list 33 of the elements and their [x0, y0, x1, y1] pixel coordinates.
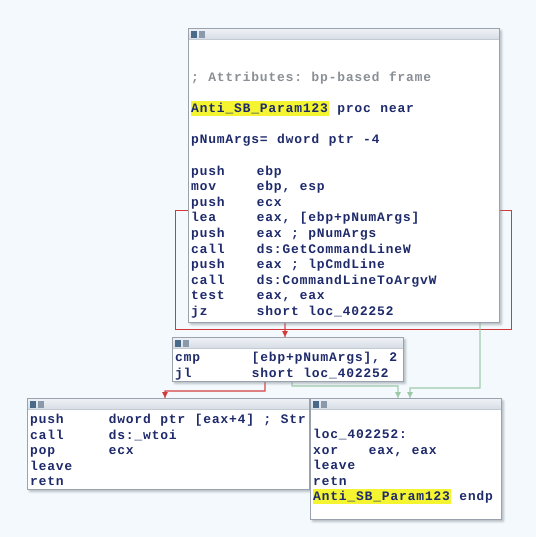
code-line: call ds:_wtoi: [30, 428, 178, 444]
code-line: push ecx: [191, 194, 284, 210]
code-line: pNumArgs= dword ptr -4: [191, 132, 382, 148]
code-block: [188, 28, 500, 323]
code-line: mov ebp, esp: [191, 179, 326, 195]
code-line: test eax, eax: [191, 288, 326, 304]
code-line: cmp [ebp+pNumArgs], 2: [175, 350, 399, 366]
code-line: ; Attributes: bp-based frame: [191, 70, 433, 86]
code-line: call ds:GetCommandLineW: [191, 242, 412, 258]
arrow: [282, 323, 288, 337]
code-block: [310, 398, 502, 520]
code-line: call ds:CommandLineToArgvW: [191, 272, 438, 288]
code-line: jl short loc_402252: [175, 366, 390, 382]
code-line: xor eax, eax: [313, 442, 438, 458]
code-line: lea eax, [ebp+pNumArgs]: [191, 210, 422, 226]
code-line: Anti_SB_Param123 endp: [313, 489, 495, 505]
code-line: retn: [30, 474, 66, 490]
arrow: [291, 382, 401, 398]
code-line: push dword ptr [eax+4] ; Str: [30, 412, 308, 428]
code-line: retn: [313, 474, 348, 490]
code-line: loc_402252:: [313, 427, 409, 443]
code-line: leave: [30, 458, 74, 474]
arrow: [162, 382, 266, 398]
code-line: pop ecx: [30, 443, 136, 459]
code-line: leave: [313, 458, 358, 474]
code-line: jz short loc_402252: [191, 304, 396, 320]
code-line: Anti_SB_Param123 proc near: [191, 101, 416, 117]
code-block: [27, 398, 310, 490]
code-line: push eax ; pNumArgs: [191, 226, 378, 242]
code-line: push eax ; lpCmdLine: [191, 257, 387, 273]
code-block: [172, 337, 404, 382]
code-line: push ebp: [191, 164, 284, 180]
arrow: [407, 323, 481, 398]
